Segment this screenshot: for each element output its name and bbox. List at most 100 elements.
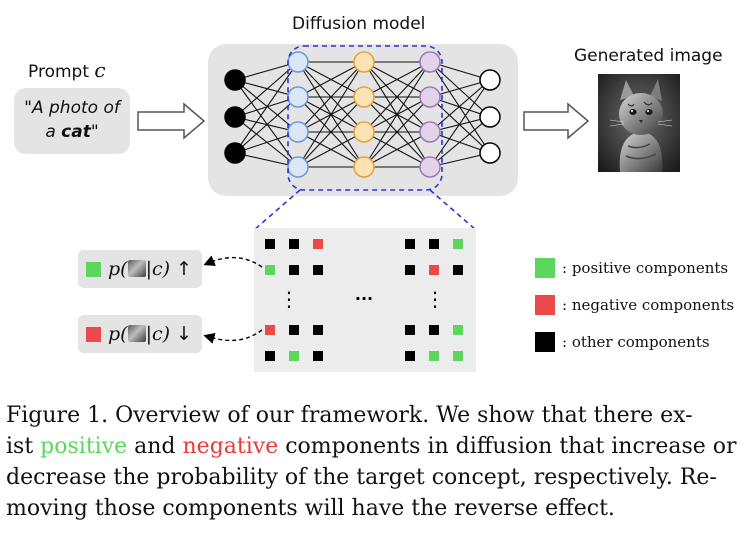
network-diagram [137,45,590,231]
network-edge [363,61,431,133]
component-square [453,239,463,249]
negative-square [86,327,101,342]
network-edge [234,152,299,168]
legend-positive-label: : positive components [562,259,729,277]
network-node-layer-2 [353,51,375,73]
input-arrow [137,102,206,140]
network-edge [429,116,491,168]
network-edge [429,79,491,168]
curved-arrow-up [203,255,263,268]
network-node-layer-0 [224,106,246,128]
down-arrow-icon: ↓ [176,323,193,345]
network-node-layer-3 [419,51,441,73]
network-edge [363,96,431,168]
cat-thumbnail-icon [127,325,146,342]
network-node-layer-1 [287,156,309,178]
legend-negative-swatch [535,295,555,315]
component-square [265,239,275,249]
network-node-layer-4 [479,142,501,164]
component-square [453,351,463,361]
vertical-ellipsis-left: ⋮ [279,287,299,311]
network-node-layer-2 [353,156,375,178]
network-edge [234,79,299,98]
component-square [289,239,299,249]
up-arrow-icon: ↑ [176,258,193,280]
network-edge [234,61,299,81]
caption-line-2: ist positive and negative components in … [6,431,742,462]
network-edge [297,131,365,168]
network-node-layer-0 [224,69,246,91]
component-square [405,239,415,249]
legend-negative-label: : negative components [562,296,735,314]
output-arrow [523,102,590,140]
legend-positive-swatch [535,258,555,278]
component-square [453,325,463,335]
network-node-layer-3 [419,156,441,178]
component-square [265,351,275,361]
highlight-box [287,45,443,191]
component-square [453,265,463,275]
prompt-line-2-bold: cat [61,122,91,142]
component-square [429,265,439,275]
network-node-layer-2 [353,121,375,143]
prob-down-cond: |c) [145,323,171,345]
component-square [289,351,299,361]
component-square [405,265,415,275]
generated-image-title: Generated image [574,46,723,66]
component-square [289,265,299,275]
cat-thumbnail-icon [127,260,146,277]
zoom-line-right [429,189,477,231]
component-square [429,325,439,335]
prob-up-p: p( [108,258,128,280]
caption-line-4: moving those components will have the re… [6,496,615,521]
component-square [265,325,275,335]
network-edge [297,61,365,168]
caption-line-2-pre: ist [6,434,41,459]
component-square [289,325,299,335]
caption-line-3: decrease the probability of the target c… [6,465,717,490]
prompt-label: Prompt c [28,58,106,82]
caption-positive-word: positive [40,434,128,459]
network-node-layer-3 [419,86,441,108]
network-edge [297,61,365,133]
component-square [429,239,439,249]
network-edge [234,61,299,154]
vertical-ellipsis-right: ⋮ [425,287,445,311]
prob-down-p: p( [108,323,128,345]
component-square [265,265,275,275]
positive-square [86,262,101,277]
caption-negative-word: negative [182,434,279,459]
network-node-layer-3 [419,121,441,143]
zoom-line-left [253,189,301,231]
network-edge [363,131,431,168]
network-nodes [224,51,501,178]
network-node-layer-4 [479,69,501,91]
component-square [313,265,323,275]
network-edge [363,61,431,98]
figure-caption: Figure 1. Overview of our framework. We … [6,400,742,524]
component-square [429,351,439,361]
legend-other-label: : other components [562,333,710,351]
network-edge [297,96,365,168]
network-node-layer-0 [224,142,246,164]
component-square [313,239,323,249]
generated-cat-image [598,74,680,172]
network-edge [297,61,365,98]
caption-line-2-mid: and [127,434,183,459]
components-panel [254,228,476,372]
prob-decrease-box: p( |c) ↓ [78,315,202,353]
network-edge [363,61,431,168]
caption-line-2-post: components in diffusion that increase or [278,434,737,459]
legend-other-swatch [535,332,555,352]
component-square [313,351,323,361]
prob-up-cond: |c) [145,258,171,280]
prompt-line-2-suffix: " [90,122,99,142]
network-edge [429,79,491,133]
prompt-label-text: Prompt [28,62,89,82]
component-square [313,325,323,335]
prompt-box: "A photo of a cat" [14,88,130,154]
network-node-layer-4 [479,106,501,128]
curved-arrow-down [203,329,263,344]
horizontal-ellipsis: ··· [355,289,373,308]
prompt-line-1: "A photo of [24,98,120,118]
